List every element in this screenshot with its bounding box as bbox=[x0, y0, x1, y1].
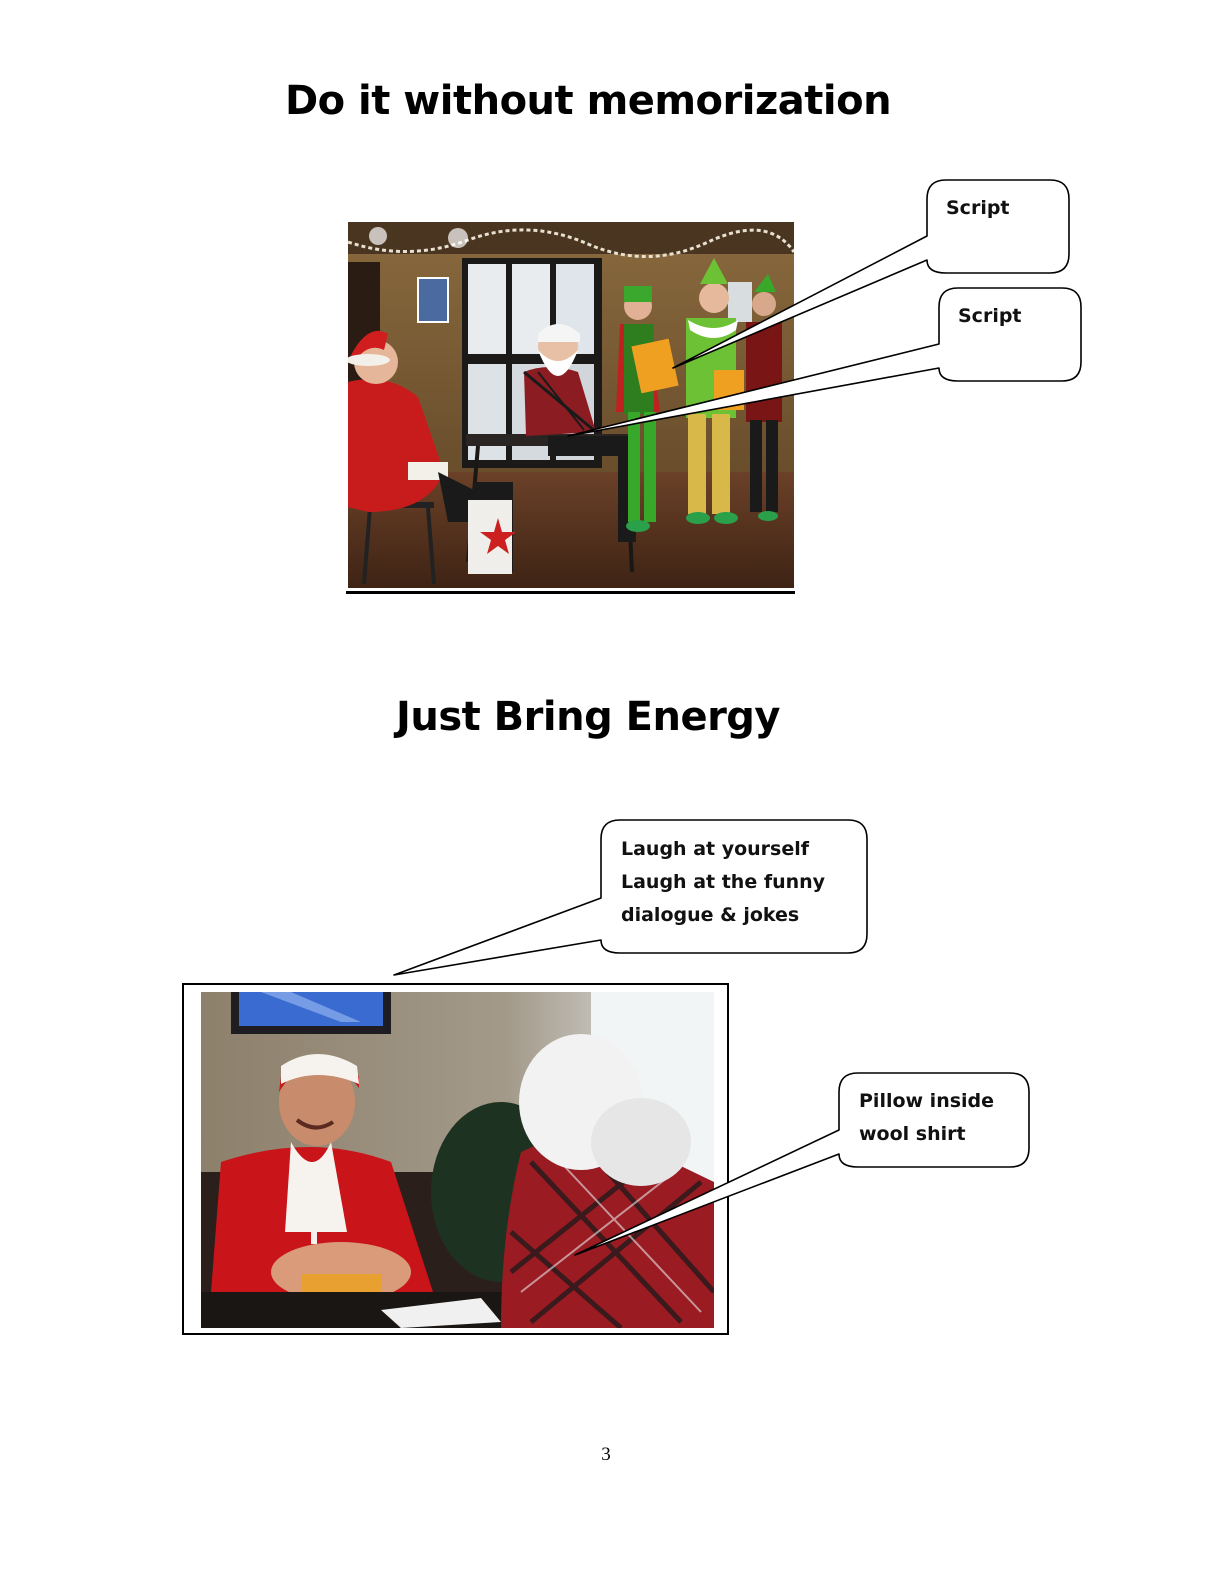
laughing-photo bbox=[201, 992, 714, 1328]
callout-pillow-line: wool shirt bbox=[859, 1123, 966, 1145]
callout-pillow: Pillow inside wool shirt bbox=[859, 1085, 994, 1151]
rehearsal-photo bbox=[348, 222, 794, 588]
callout-pillow-line: Pillow inside bbox=[859, 1090, 995, 1112]
section-title-memorization: Do it without memorization bbox=[284, 78, 892, 124]
callout-laugh-line: Laugh at the funny bbox=[621, 871, 826, 893]
callout-laugh: Laugh at yourself Laugh at the funny dia… bbox=[621, 833, 825, 932]
callout-script-bottom: Script bbox=[958, 305, 1022, 327]
section-title-energy: Just Bring Energy bbox=[395, 694, 781, 740]
photo-underline bbox=[346, 591, 795, 594]
page-number: 3 bbox=[601, 1444, 611, 1465]
callout-laugh-line: dialogue & jokes bbox=[621, 904, 800, 926]
callout-script-top: Script bbox=[946, 197, 1010, 219]
callout-laugh-line: Laugh at yourself bbox=[621, 838, 810, 860]
